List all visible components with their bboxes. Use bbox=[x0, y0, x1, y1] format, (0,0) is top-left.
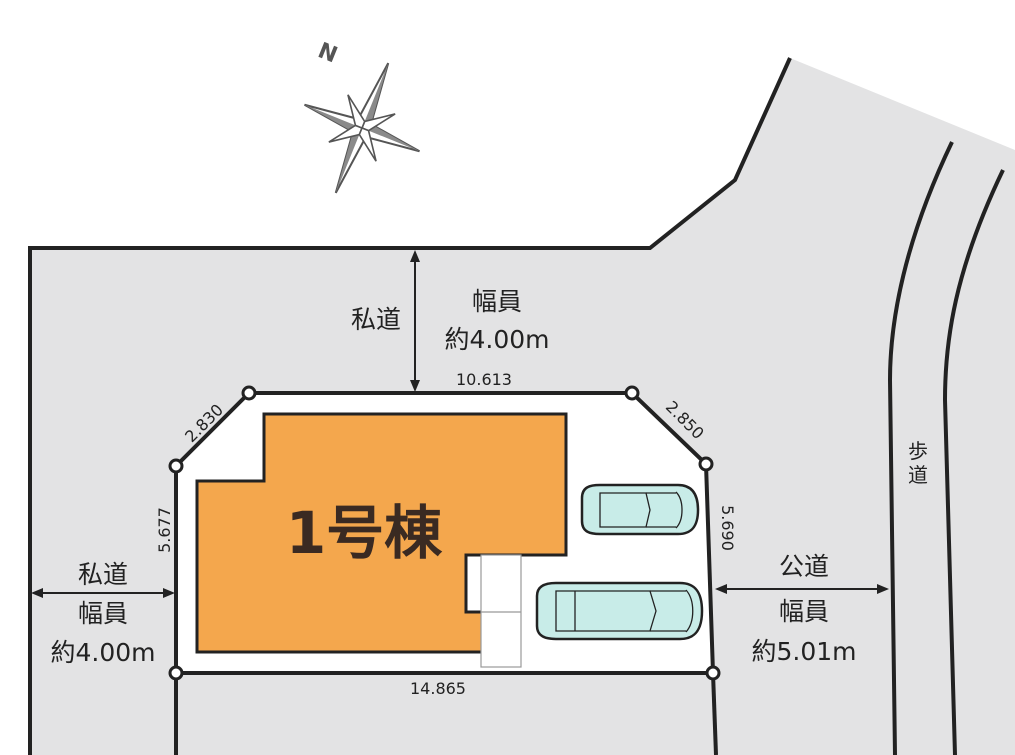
car-icon bbox=[580, 483, 700, 536]
sidewalk-label-line1: 歩 bbox=[908, 439, 928, 463]
east-road-name: 公道 bbox=[779, 552, 829, 581]
lot-corner-marker bbox=[698, 456, 714, 472]
sidewalk-line-left bbox=[887, 141, 954, 755]
car-icon bbox=[535, 581, 704, 641]
north-road-width-arrow bbox=[410, 250, 420, 392]
lot-corner-marker bbox=[241, 385, 257, 401]
building-label: 1号棟 bbox=[286, 499, 443, 567]
entrance-porch bbox=[480, 554, 522, 668]
sidewalk-label-line2: 道 bbox=[908, 463, 928, 487]
east-road-width-value: 約5.01m bbox=[751, 637, 856, 666]
lot-corner-marker bbox=[168, 458, 184, 474]
lot-corner-marker bbox=[624, 385, 640, 401]
compass-icon bbox=[304, 62, 420, 194]
west-road-width-arrow bbox=[31, 588, 175, 598]
road-boundary-line bbox=[28, 57, 792, 755]
compass-north-label: N bbox=[314, 38, 340, 68]
north-road-width-label: 幅員 bbox=[472, 287, 522, 316]
north-road-name: 私道 bbox=[351, 305, 401, 334]
west-road-width-value: 約4.00m bbox=[50, 638, 155, 667]
lot-dimension-west: 5.677 bbox=[155, 507, 174, 553]
west-road-width-label: 幅員 bbox=[78, 599, 128, 628]
east-road-width-arrow bbox=[715, 584, 889, 594]
lot-dimension-south: 14.865 bbox=[410, 679, 466, 698]
lot-extension-east bbox=[711, 672, 718, 755]
lot-dimension-north: 10.613 bbox=[456, 370, 512, 389]
lot-corner-marker bbox=[705, 665, 721, 681]
sidewalk-line-right bbox=[942, 169, 1005, 755]
lot-dimension-east: 5.690 bbox=[718, 505, 737, 551]
west-road-name: 私道 bbox=[78, 560, 128, 589]
lot-corner-marker bbox=[168, 665, 184, 681]
east-road-width-label: 幅員 bbox=[779, 597, 829, 626]
north-road-width-value: 約4.00m bbox=[444, 325, 549, 354]
